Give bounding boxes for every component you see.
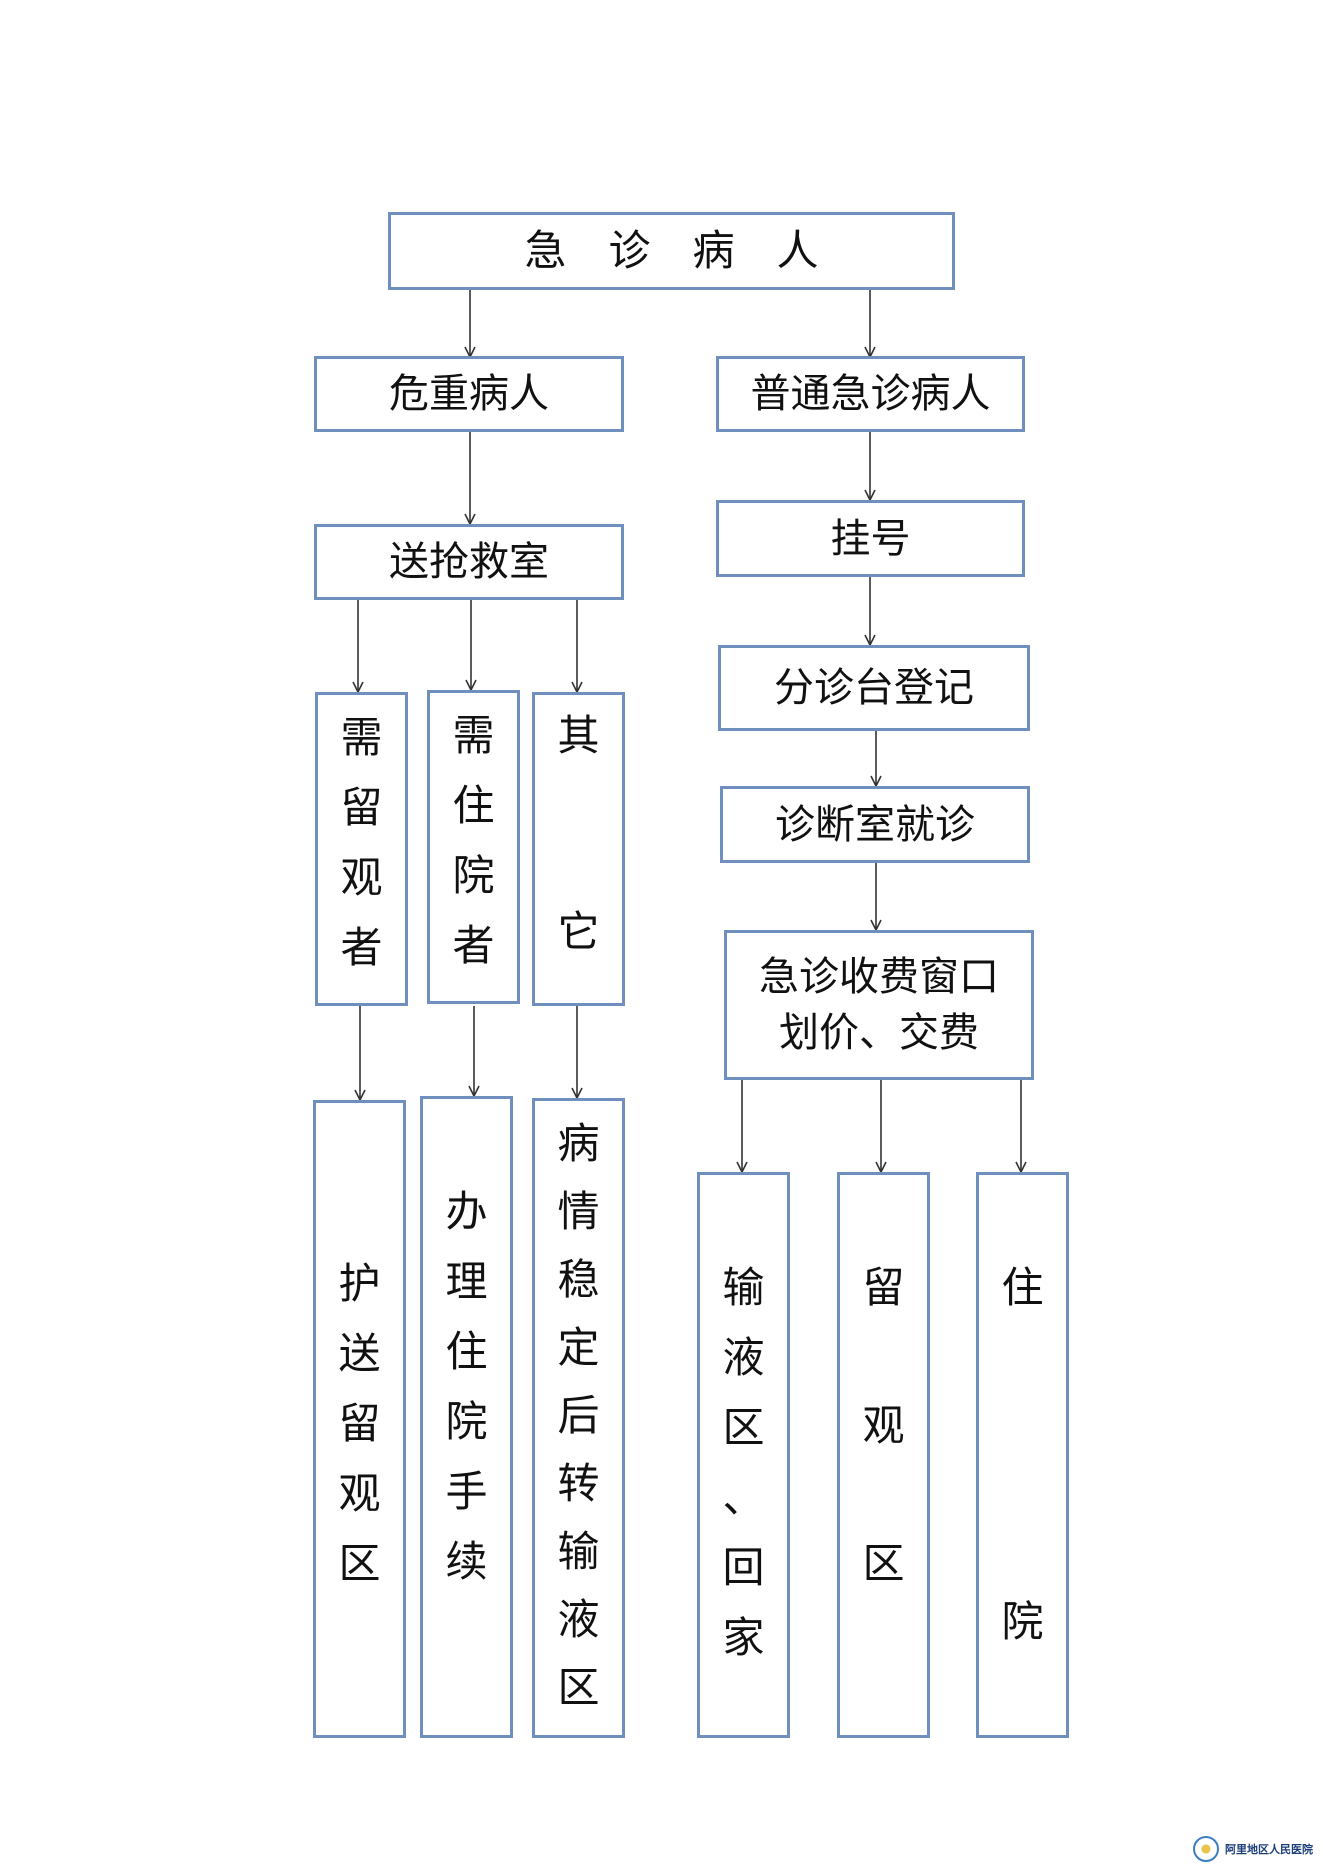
need-hospital-char: 院: [452, 851, 495, 900]
normal-patient-box: 普通急诊病人: [716, 356, 1025, 432]
need-observe-char: 观: [340, 853, 383, 902]
escort-observe-char: 护: [338, 1259, 381, 1308]
observation-char: 留: [862, 1263, 905, 1312]
other-text: 其 它: [535, 695, 622, 1003]
need-hospital-char: 者: [452, 921, 495, 970]
cashier-label-line1: 急诊收费窗口: [759, 954, 999, 1000]
admission-proc-char: 住: [445, 1327, 488, 1376]
infusion-home-char: 输: [722, 1263, 765, 1312]
cashier-box: 急诊收费窗口 划价、交费: [724, 930, 1034, 1080]
escort-observe-char: 留: [338, 1399, 381, 1448]
register-box: 挂号: [716, 500, 1025, 577]
hospitalize-char: 院: [1001, 1597, 1044, 1646]
stable-transfer-char: 区: [557, 1663, 600, 1712]
need-hospital-text: 需 住 院 者: [430, 693, 517, 1001]
stable-transfer-char: 病: [557, 1119, 600, 1168]
critical-patient-box: 危重病人: [314, 356, 624, 432]
stable-transfer-char: 稳: [557, 1255, 600, 1304]
admission-proc-char: 院: [445, 1397, 488, 1446]
rescue-room-label: 送抢救室: [389, 539, 549, 585]
register-label: 挂号: [830, 515, 911, 562]
admission-proc-char: 办: [445, 1187, 488, 1236]
escort-observe-char: 送: [338, 1329, 381, 1378]
other-char: 它: [557, 907, 600, 956]
infusion-home-char: 回: [722, 1543, 765, 1592]
need-observe-char: 留: [340, 783, 383, 832]
hospital-logo: 阿里地区人民医院: [1193, 1835, 1313, 1863]
escort-observe-text: 护 送 留 观 区: [316, 1103, 403, 1735]
observation-char: 区: [862, 1539, 905, 1588]
infusion-home-char: 区: [722, 1403, 765, 1452]
normal-patient-label: 普通急诊病人: [750, 371, 991, 417]
escort-observe-box: 护 送 留 观 区: [313, 1100, 406, 1738]
stable-transfer-char: 情: [557, 1187, 600, 1236]
need-hospital-char: 住: [452, 781, 495, 830]
other-char: 其: [557, 711, 600, 760]
need-hospital-char: 需: [452, 711, 495, 760]
observation-box: 留 观 区: [837, 1172, 930, 1738]
infusion-home-text: 输 液 区 、 回 家: [700, 1175, 787, 1735]
rescue-room-box: 送抢救室: [314, 524, 624, 600]
consult-label: 诊断室就诊: [775, 801, 975, 848]
triage-label: 分诊台登记: [774, 665, 974, 711]
triage-box: 分诊台登记: [718, 645, 1030, 731]
hospital-emblem-icon: [1193, 1836, 1219, 1862]
emergency-patient-label: 急 诊 病 人: [524, 225, 819, 275]
need-hospital-box: 需 住 院 者: [427, 690, 520, 1004]
stable-transfer-text: 病 情 稳 定 后 转 输 液 区: [535, 1101, 622, 1735]
escort-observe-char: 观: [338, 1469, 381, 1518]
stable-transfer-char: 输: [557, 1527, 600, 1576]
other-box: 其 它: [532, 692, 625, 1006]
infusion-home-char: 家: [722, 1613, 765, 1662]
hospitalize-box: 住 院: [976, 1172, 1069, 1738]
stable-transfer-char: 后: [557, 1391, 600, 1440]
escort-observe-char: 区: [338, 1539, 381, 1588]
observation-text: 留 观 区: [840, 1175, 927, 1735]
hospital-logo-name: 阿里地区人民医院: [1225, 1842, 1313, 1856]
infusion-home-char: 、: [722, 1473, 765, 1522]
hospitalize-text: 住 院: [979, 1175, 1066, 1735]
admission-proc-char: 手: [445, 1467, 488, 1516]
need-observe-box: 需 留 观 者: [315, 692, 408, 1006]
infusion-home-char: 液: [722, 1333, 765, 1382]
admission-proc-box: 办 理 住 院 手 续: [420, 1096, 513, 1738]
critical-patient-label: 危重病人: [389, 371, 549, 417]
hospitalize-char: 住: [1001, 1263, 1044, 1312]
stable-transfer-box: 病 情 稳 定 后 转 输 液 区: [532, 1098, 625, 1738]
observation-char: 观: [862, 1401, 905, 1450]
stable-transfer-char: 液: [557, 1595, 600, 1644]
admission-proc-text: 办 理 住 院 手 续: [423, 1099, 510, 1735]
need-observe-text: 需 留 观 者: [318, 695, 405, 1003]
admission-proc-char: 理: [445, 1257, 488, 1306]
stable-transfer-char: 定: [557, 1323, 600, 1372]
emergency-patient-box: 急 诊 病 人: [388, 212, 955, 290]
stable-transfer-char: 转: [557, 1459, 600, 1508]
admission-proc-char: 续: [445, 1537, 488, 1586]
need-observe-char: 者: [340, 923, 383, 972]
infusion-home-box: 输 液 区 、 回 家: [697, 1172, 790, 1738]
cashier-label-line2: 划价、交费: [779, 1010, 979, 1056]
consult-box: 诊断室就诊: [720, 786, 1030, 863]
need-observe-char: 需: [340, 713, 383, 762]
